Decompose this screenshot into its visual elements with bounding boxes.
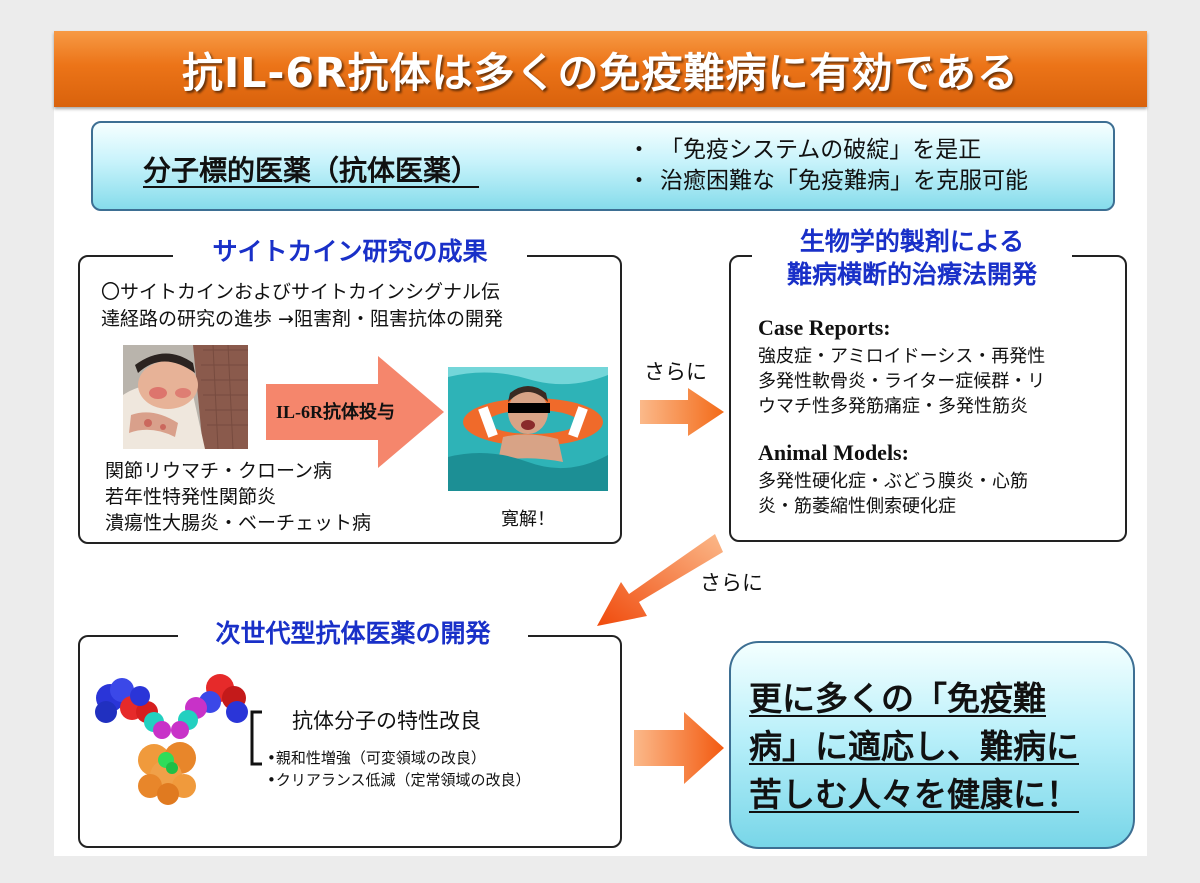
antibody-arrow-icon <box>266 356 444 468</box>
case-reports-title: Case Reports: <box>758 315 891 340</box>
molecular-target-points: ・「免疫システムの破綻」を是正 ・治癒困難な「免疫難病」を克服可能 <box>618 135 1029 197</box>
case-report-line: 強皮症・アミロイドーシス・再発性 <box>758 346 1046 367</box>
biologics-heading: 生物学的製剤による 難病横断的治療法開発 <box>752 225 1072 293</box>
antibody-improvement-item: •親和性増強（可変領域の改良） <box>267 749 486 767</box>
antibody-structure-icon <box>95 674 248 805</box>
patient-after-photo <box>448 367 608 491</box>
connector-arrow-right-icon <box>640 388 724 436</box>
antibody-arrow-label: IL-6R抗体投与 <box>276 402 396 422</box>
remission-label: 寛解！ <box>501 509 555 530</box>
molecular-target-box: 分子標的医薬（抗体医薬） ・「免疫システムの破綻」を是正 ・治癒困難な「免疫難病… <box>91 121 1115 211</box>
case-report-line: 多発性軟骨炎・ライター症候群・リ <box>758 371 1046 392</box>
conclusion-arrow-icon <box>634 712 724 784</box>
title-bar: 抗IL-6R抗体は多くの免疫難病に有効である <box>54 31 1147 107</box>
antibody-improvement-item: •クリアランス低減（定常領域の改良） <box>267 771 531 789</box>
cytokine-intro-line: 達経路の研究の進歩 →阻害剤・阻害抗体の開発 <box>101 308 503 330</box>
conclusion-box: 更に多くの「免疫難 病」に適応し、難病に 苦しむ人々を健康に！ <box>729 641 1135 849</box>
case-report-line: ウマチ性多発筋痛症・多発性筋炎 <box>758 396 1028 417</box>
next-gen-antibody-heading: 次世代型抗体医薬の開発 <box>178 618 528 650</box>
disease-line: 潰瘍性大腸炎・ベーチェット病 <box>105 512 372 534</box>
cytokine-intro-line: 〇サイトカインおよびサイトカインシグナル伝 <box>101 281 501 303</box>
bracket-icon <box>250 710 262 766</box>
disease-line: 若年性特発性関節炎 <box>105 486 277 508</box>
antibody-improvement-title: 抗体分子の特性改良 <box>292 709 481 733</box>
next-gen-antibody-panel <box>78 635 622 848</box>
point-item: ・「免疫システムの破綻」を是正 <box>627 137 982 163</box>
animal-model-line: 多発性硬化症・ぶどう膜炎・心筋 <box>758 471 1028 492</box>
animal-model-line: 炎・筋萎縮性側索硬化症 <box>758 496 956 517</box>
disease-line: 関節リウマチ・クローン病 <box>105 460 333 482</box>
animal-models-title: Animal Models: <box>758 440 909 465</box>
point-item: ・治癒困難な「免疫難病」を克服可能 <box>627 168 1029 194</box>
cytokine-research-heading: サイトカイン研究の成果 <box>173 236 527 268</box>
conclusion-text: 更に多くの「免疫難 病」に適応し、難病に 苦しむ人々を健康に！ <box>749 679 1079 814</box>
biologics-panel <box>729 255 1127 542</box>
connector-label-2: さらに <box>700 571 763 595</box>
patient-before-photo <box>123 345 248 449</box>
molecular-target-label: 分子標的医薬（抗体医薬） <box>143 154 480 187</box>
slide-title: 抗IL-6R抗体は多くの免疫難病に有効である <box>181 49 1020 97</box>
connector-arrow-diagonal-icon <box>597 534 723 626</box>
connector-label-1: さらに <box>644 360 707 384</box>
